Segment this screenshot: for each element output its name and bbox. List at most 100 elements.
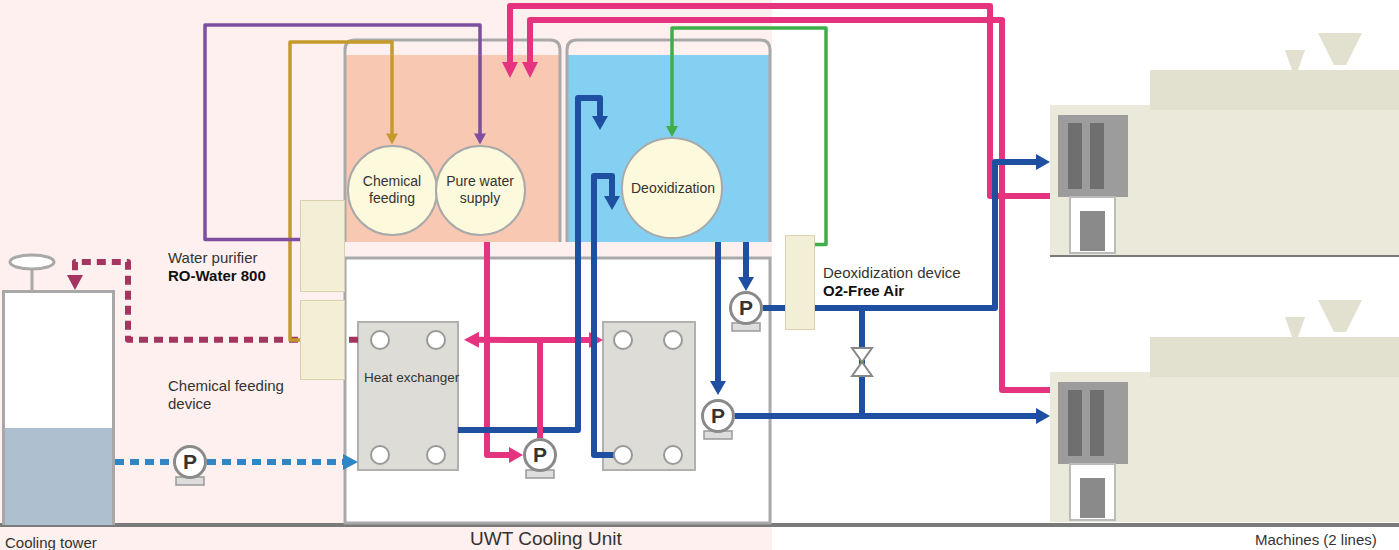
return-pipe [487,242,509,455]
pump-letter: P [739,297,753,319]
valve-symbol [852,348,872,362]
supply-arrow [592,116,608,130]
unit-housing [345,258,770,523]
heat-exchanger [358,322,458,470]
supply-arrow [710,381,726,395]
machine [1150,70,1399,110]
supply-pipe [735,413,1036,419]
heat-exchanger-port [614,446,632,464]
background [0,0,772,550]
machine [1050,300,1399,522]
pump-symbol: P [729,291,763,325]
heat-exchanger [603,322,695,470]
return-arrow [509,447,523,463]
machine [1080,211,1105,251]
caption-label: UWT Cooling Unit [470,529,622,549]
arrow-head [343,454,358,470]
machine [1050,33,1399,255]
machine [1058,115,1128,197]
text-group: Pure water supply [444,173,517,207]
pipe-connector [115,459,173,465]
node-label: Deoxidization device [823,264,993,282]
text-group: P [739,297,753,319]
node-label: RO-Water 800 [168,267,288,285]
heat-exchanger-port [614,331,632,349]
tank [568,55,769,242]
tank [345,40,770,242]
heat-exchanger-port [371,331,389,349]
cooling-tower-funnel [10,255,54,290]
process-circle: Pure water supply [435,145,526,236]
machine [1285,317,1305,337]
cooling-tower: Cooling tower [2,290,115,525]
floor [0,254,1399,527]
pump-base [176,323,760,485]
machine [1050,372,1399,522]
tank [346,55,559,242]
text-group: Deoxidization deviceO2-Free Air [823,264,993,300]
arrow-head [67,275,83,290]
arrow-head [464,332,479,348]
node-label: Chemical feeding [356,173,429,207]
text-group: Chemical feeding device [168,377,292,413]
arrow-head [474,134,486,145]
node-label: Chemical feeding device [168,377,292,413]
machine [1050,33,1399,522]
unit-housing [345,258,770,523]
text-group: Heat exchanger [364,370,459,386]
text-group: Chemical feeding [356,173,429,207]
machine [1068,123,1082,189]
text-group: P [711,405,725,427]
cooling-tower-funnel [10,255,54,269]
device-box: Deoxidization deviceO2-Free Air [785,235,815,330]
heat-exchanger-port [664,446,682,464]
text-group: Water purifierRO-Water 800 [168,249,288,285]
background [0,0,772,550]
machine [1090,123,1104,189]
text-group: P [533,444,547,466]
machine [1318,33,1362,65]
device-box: Water purifierRO-Water 800 [300,200,345,292]
pipe-connector [478,340,540,438]
return-arrow [502,62,518,78]
tank [345,40,560,242]
machine [1318,300,1362,332]
text-group: Deoxidization [631,180,713,197]
text-group: Cooling tower [5,534,135,550]
machine [1090,390,1104,456]
arrow-head [666,126,678,137]
valve-symbol [852,348,872,376]
supply-arrow [604,196,620,210]
supply-pipe [715,242,721,381]
return-pipe [540,337,589,343]
heat-exchanger-port [427,331,445,349]
supply-arrow [592,116,1050,424]
machine [1070,464,1115,520]
heat-exchanger-port [664,331,682,349]
pump-symbol: P [701,399,735,433]
return-pipe [487,6,1050,455]
pump-symbol: P [523,438,557,472]
process-circle: Chemical feeding [347,145,438,236]
machine [1050,105,1399,255]
heat-exchanger-port [371,446,389,464]
machine [1080,478,1105,518]
heat-exchanger: Heat exchanger [358,322,464,470]
device-box: Chemical feeding device [300,300,345,380]
node-label: Pure water supply [444,173,517,207]
pipe-connector [207,459,344,465]
machine [1068,390,1082,456]
machine [1070,197,1115,253]
supply-arrow [738,277,754,291]
machine [1058,382,1128,464]
node-label: Heat exchanger [364,370,459,386]
pump-letter: P [533,444,547,466]
supply-arrow [1036,154,1050,170]
machine [1150,337,1399,377]
process-circle: Deoxidization [621,137,723,239]
node-label: Cooling tower [5,534,135,550]
return-arrow [502,62,603,463]
cooling-tower-funnel [31,268,34,290]
pump-symbol: P [173,445,207,479]
